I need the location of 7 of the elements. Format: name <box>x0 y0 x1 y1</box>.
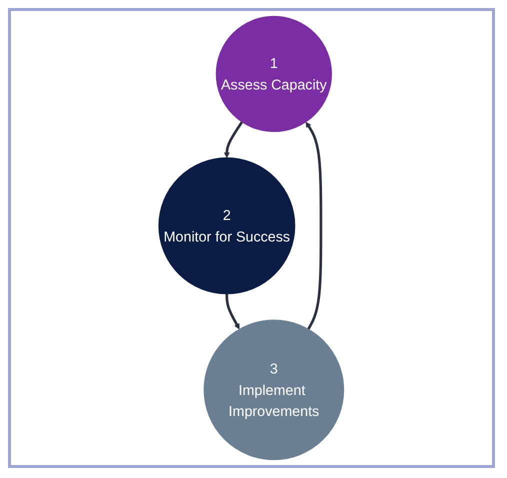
arrow <box>224 121 244 158</box>
arrow <box>226 294 240 330</box>
node-circle <box>204 320 344 460</box>
node-circle <box>158 157 296 294</box>
node-circle <box>216 16 332 132</box>
arrow <box>306 122 322 330</box>
frame-border: 1 Assess Capacity 2 Monitor for Success 3 Implement Improvements <box>8 8 495 468</box>
